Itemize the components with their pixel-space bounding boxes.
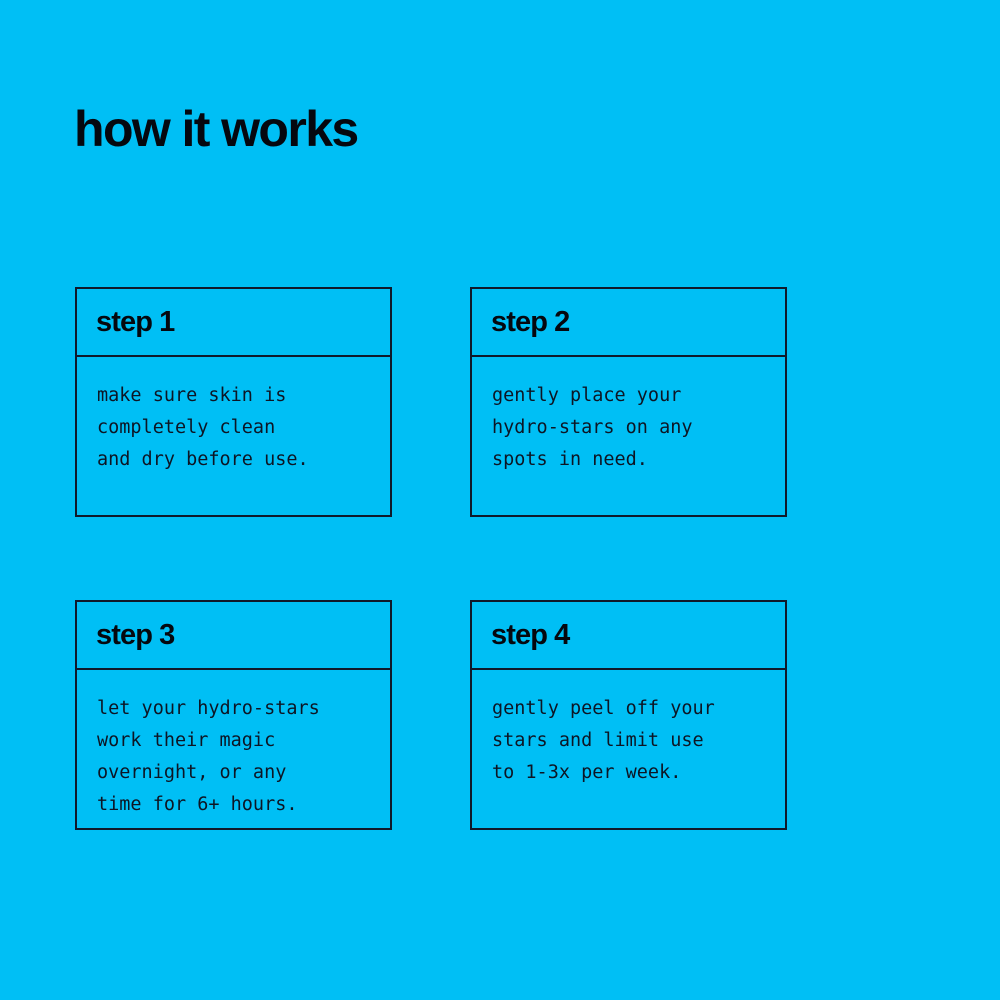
step-card-2-text: gently place your hydro-stars on any spo… bbox=[492, 385, 693, 470]
step-card-2-body: gently place your hydro-stars on any spo… bbox=[472, 357, 785, 515]
step-card-1-text: make sure skin is completely clean and d… bbox=[97, 385, 309, 470]
step-card-4-body: gently peel off your stars and limit use… bbox=[472, 670, 785, 828]
step-card-3-text: let your hydro-stars work their magic ov… bbox=[97, 698, 320, 815]
step-card-1-body: make sure skin is completely clean and d… bbox=[77, 357, 390, 515]
step-card-1: step 1 make sure skin is completely clea… bbox=[75, 287, 392, 517]
step-card-2-header: step 2 bbox=[472, 289, 785, 357]
step-card-4-title: step 4 bbox=[491, 619, 570, 651]
step-card-2: step 2 gently place your hydro-stars on … bbox=[470, 287, 787, 517]
step-card-4-text: gently peel off your stars and limit use… bbox=[492, 698, 715, 783]
step-card-3-header: step 3 bbox=[77, 602, 390, 670]
step-card-4-header: step 4 bbox=[472, 602, 785, 670]
step-card-3-body: let your hydro-stars work their magic ov… bbox=[77, 670, 390, 828]
step-card-3-title: step 3 bbox=[96, 619, 175, 651]
step-card-4: step 4 gently peel off your stars and li… bbox=[470, 600, 787, 830]
step-card-3: step 3 let your hydro-stars work their m… bbox=[75, 600, 392, 830]
step-card-1-title: step 1 bbox=[96, 306, 175, 338]
page-title: how it works bbox=[74, 101, 359, 157]
step-card-2-title: step 2 bbox=[491, 306, 570, 338]
step-card-1-header: step 1 bbox=[77, 289, 390, 357]
steps-grid: step 1 make sure skin is completely clea… bbox=[75, 287, 787, 830]
